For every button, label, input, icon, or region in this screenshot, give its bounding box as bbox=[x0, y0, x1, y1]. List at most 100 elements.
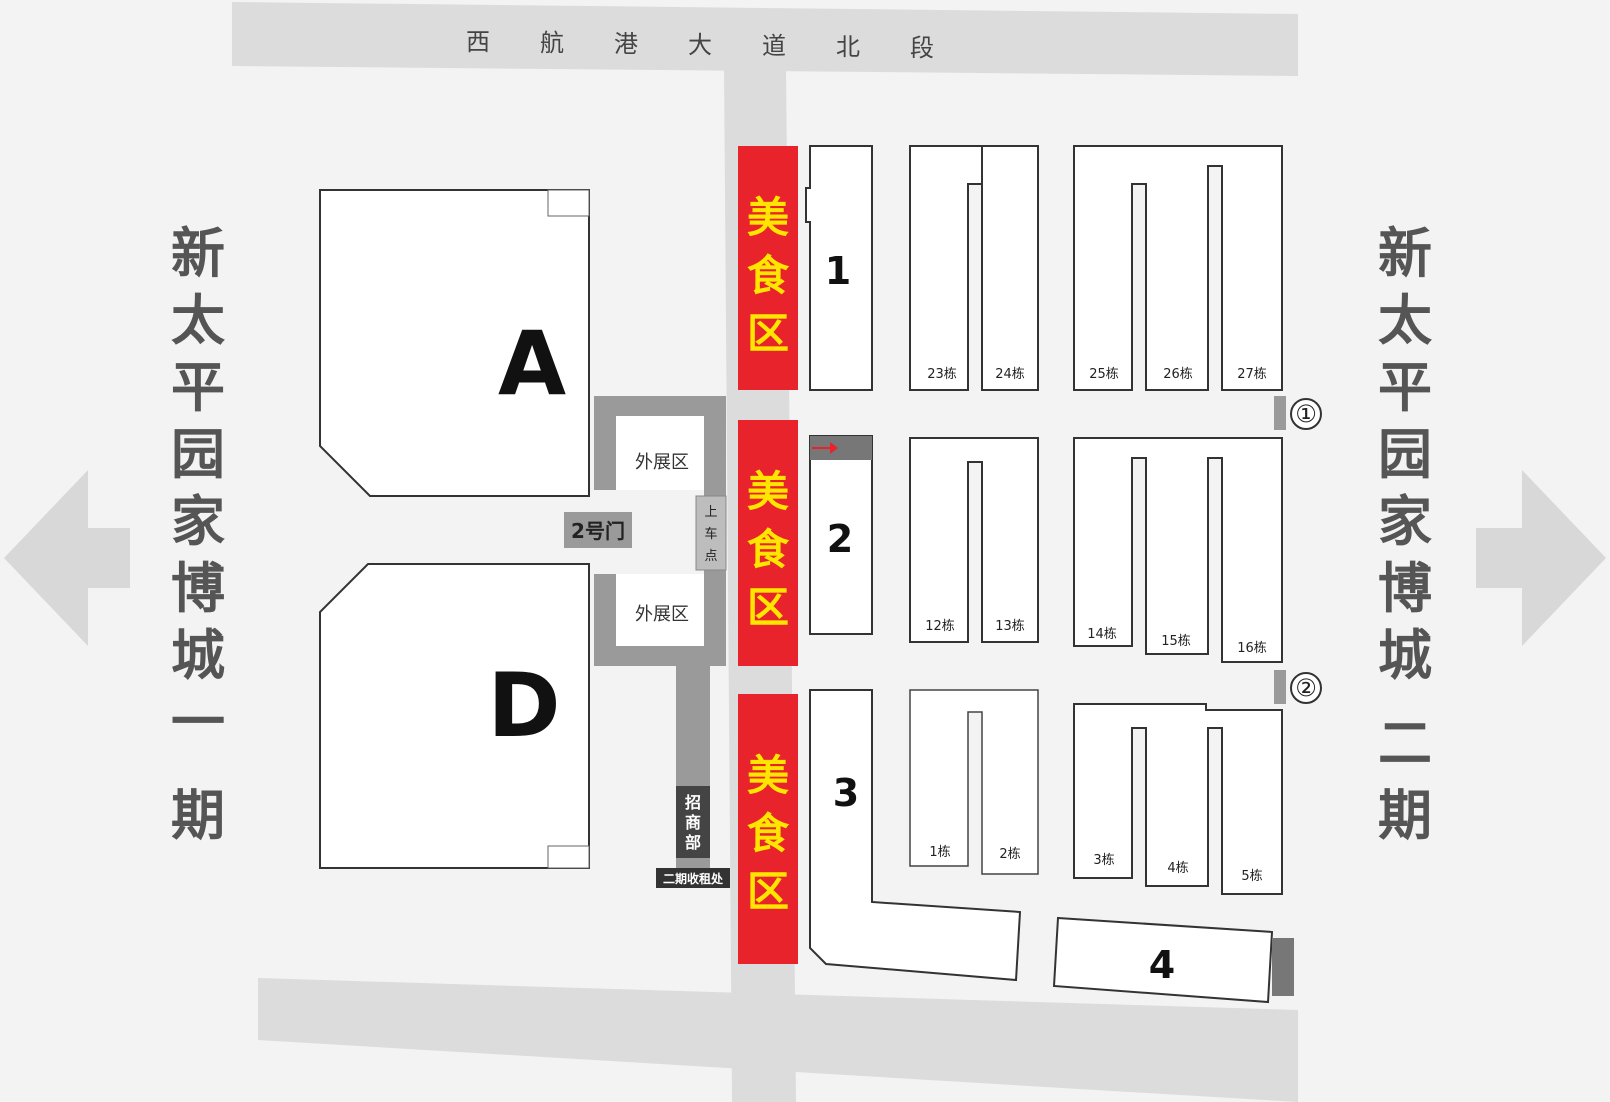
side-title-char: 期 bbox=[1378, 784, 1432, 847]
investment-office-char: 商 bbox=[685, 813, 701, 832]
marker-2-circle bbox=[1290, 672, 1322, 704]
outer-exhibition-lower-label: 外展区 bbox=[635, 604, 689, 625]
road-name-char: 北 bbox=[836, 33, 860, 61]
building-label: 14栋 bbox=[1087, 626, 1117, 642]
outer-exhibition-complex: 外展区 外展区 bbox=[594, 396, 726, 884]
food-zone-char: 食 bbox=[747, 809, 790, 858]
pickup-point-char: 上 bbox=[704, 505, 717, 520]
building-group-25-27[interactable]: 25栋 26栋 27栋 bbox=[1073, 145, 1283, 391]
marker-1[interactable]: ① bbox=[1274, 396, 1322, 430]
right-side-title: 新 太 平 园 家 博 城 二 期 bbox=[1378, 222, 1432, 847]
building-label: 4栋 bbox=[1167, 860, 1188, 876]
building-group-23-24[interactable]: 23栋 24栋 bbox=[909, 145, 1039, 391]
pickup-point-box bbox=[695, 495, 727, 571]
hall-d-label: D bbox=[487, 654, 560, 757]
food-zone-char: 食 bbox=[747, 525, 790, 574]
marker-2-label: ② bbox=[1295, 674, 1317, 702]
phase2-rent-office-box bbox=[656, 868, 730, 888]
investment-office[interactable]: 招 商 部 bbox=[676, 786, 710, 858]
block-4[interactable]: 4 bbox=[1052, 916, 1294, 1004]
hall-a-outline bbox=[319, 189, 590, 497]
block-1-outline bbox=[805, 145, 873, 391]
building-label: 5栋 bbox=[1241, 868, 1262, 884]
block-4-outline bbox=[1052, 916, 1274, 1004]
right-arrow-icon[interactable] bbox=[1476, 470, 1606, 646]
outer-exhibition-lower[interactable] bbox=[616, 574, 704, 646]
side-title-char: 园 bbox=[1378, 423, 1432, 486]
hall-d[interactable]: D bbox=[319, 563, 590, 869]
block-2[interactable]: 2 bbox=[809, 435, 873, 635]
marker-2-post bbox=[1274, 670, 1286, 704]
gate-2[interactable]: 2号门 bbox=[564, 512, 632, 548]
food-zone-1-box bbox=[738, 146, 798, 390]
building-label: 26栋 bbox=[1163, 366, 1193, 382]
hall-a-corner-room bbox=[547, 189, 590, 217]
food-zone-2[interactable]: 美 食 区 bbox=[738, 420, 798, 666]
road-name-char: 段 bbox=[910, 34, 934, 62]
building-group-3-5[interactable]: 3栋 4栋 5栋 bbox=[1073, 703, 1283, 895]
food-zone-char: 美 bbox=[747, 193, 789, 242]
side-title-char: 新 bbox=[171, 222, 225, 285]
road-name-char: 道 bbox=[762, 32, 786, 60]
food-zone-char: 美 bbox=[747, 751, 789, 800]
food-zone-char: 区 bbox=[747, 309, 789, 358]
pickup-point[interactable]: 上 车 点 bbox=[695, 495, 727, 571]
food-zone-char: 食 bbox=[747, 251, 790, 300]
food-zone-3[interactable]: 美 食 区 bbox=[738, 694, 798, 964]
investment-office-char: 部 bbox=[685, 833, 701, 852]
marker-1-label: ① bbox=[1295, 400, 1317, 428]
side-title-char: 二 bbox=[1378, 712, 1432, 775]
side-title-char: 平 bbox=[171, 356, 225, 419]
block-3-label: 3 bbox=[833, 771, 859, 815]
building-label: 23栋 bbox=[927, 366, 957, 382]
block-3[interactable]: 3 bbox=[809, 689, 1022, 982]
building-12-13-outline bbox=[909, 437, 1039, 643]
building-group-12-13[interactable]: 12栋 13栋 bbox=[909, 437, 1039, 643]
block-2-outline bbox=[809, 435, 873, 635]
marker-1-circle bbox=[1290, 398, 1322, 430]
food-zone-2-box bbox=[738, 420, 798, 666]
building-1-2-outline bbox=[909, 689, 1039, 875]
building-label: 13栋 bbox=[995, 618, 1025, 634]
gate-2-label: 2号门 bbox=[571, 519, 625, 543]
left-arrow-icon[interactable] bbox=[4, 470, 130, 646]
building-label: 2栋 bbox=[999, 846, 1020, 862]
investment-office-box bbox=[676, 786, 710, 858]
hall-a[interactable]: A bbox=[319, 189, 590, 497]
building-label: 3栋 bbox=[1093, 852, 1114, 868]
top-road-name: 西 航 港 大 道 北 段 bbox=[466, 28, 934, 62]
building-label: 1栋 bbox=[929, 844, 950, 860]
phase2-rent-office[interactable]: 二期收租处 bbox=[656, 868, 730, 888]
side-title-char: 太 bbox=[171, 289, 225, 352]
side-title-char: 家 bbox=[171, 490, 225, 553]
side-title-char: 一 bbox=[171, 691, 225, 754]
building-group-1-2[interactable]: 1栋 2栋 bbox=[909, 689, 1039, 875]
side-title-char: 期 bbox=[171, 784, 225, 847]
top-road bbox=[232, 2, 1298, 76]
building-label: 15栋 bbox=[1161, 633, 1191, 649]
road-name-char: 港 bbox=[614, 30, 638, 58]
building-label: 12栋 bbox=[925, 618, 955, 634]
building-group-14-16[interactable]: 14栋 15栋 16栋 bbox=[1073, 437, 1283, 663]
side-title-char: 新 bbox=[1378, 222, 1432, 285]
road-name-char: 航 bbox=[540, 29, 564, 57]
marker-2[interactable]: ② bbox=[1274, 670, 1322, 704]
building-label: 24栋 bbox=[995, 366, 1025, 382]
block-4-entrance-hatch bbox=[1272, 938, 1294, 996]
side-title-char: 城 bbox=[171, 624, 225, 687]
left-side-title: 新 太 平 园 家 博 城 一 期 bbox=[171, 222, 225, 847]
marker-1-post bbox=[1274, 396, 1286, 430]
building-3-5-outline bbox=[1073, 703, 1283, 895]
food-zone-3-box bbox=[738, 694, 798, 964]
food-zone-1[interactable]: 美 食 区 bbox=[738, 146, 798, 390]
outer-exhibition-upper[interactable] bbox=[616, 416, 704, 490]
block-3-outline bbox=[809, 689, 1022, 982]
food-zone-char: 区 bbox=[747, 583, 789, 632]
hall-a-label: A bbox=[498, 312, 566, 415]
block-1[interactable]: 1 bbox=[805, 145, 873, 391]
side-title-char: 园 bbox=[171, 423, 225, 486]
side-title-char: 家 bbox=[1378, 490, 1432, 553]
phase2-rent-office-label: 二期收租处 bbox=[663, 871, 724, 886]
